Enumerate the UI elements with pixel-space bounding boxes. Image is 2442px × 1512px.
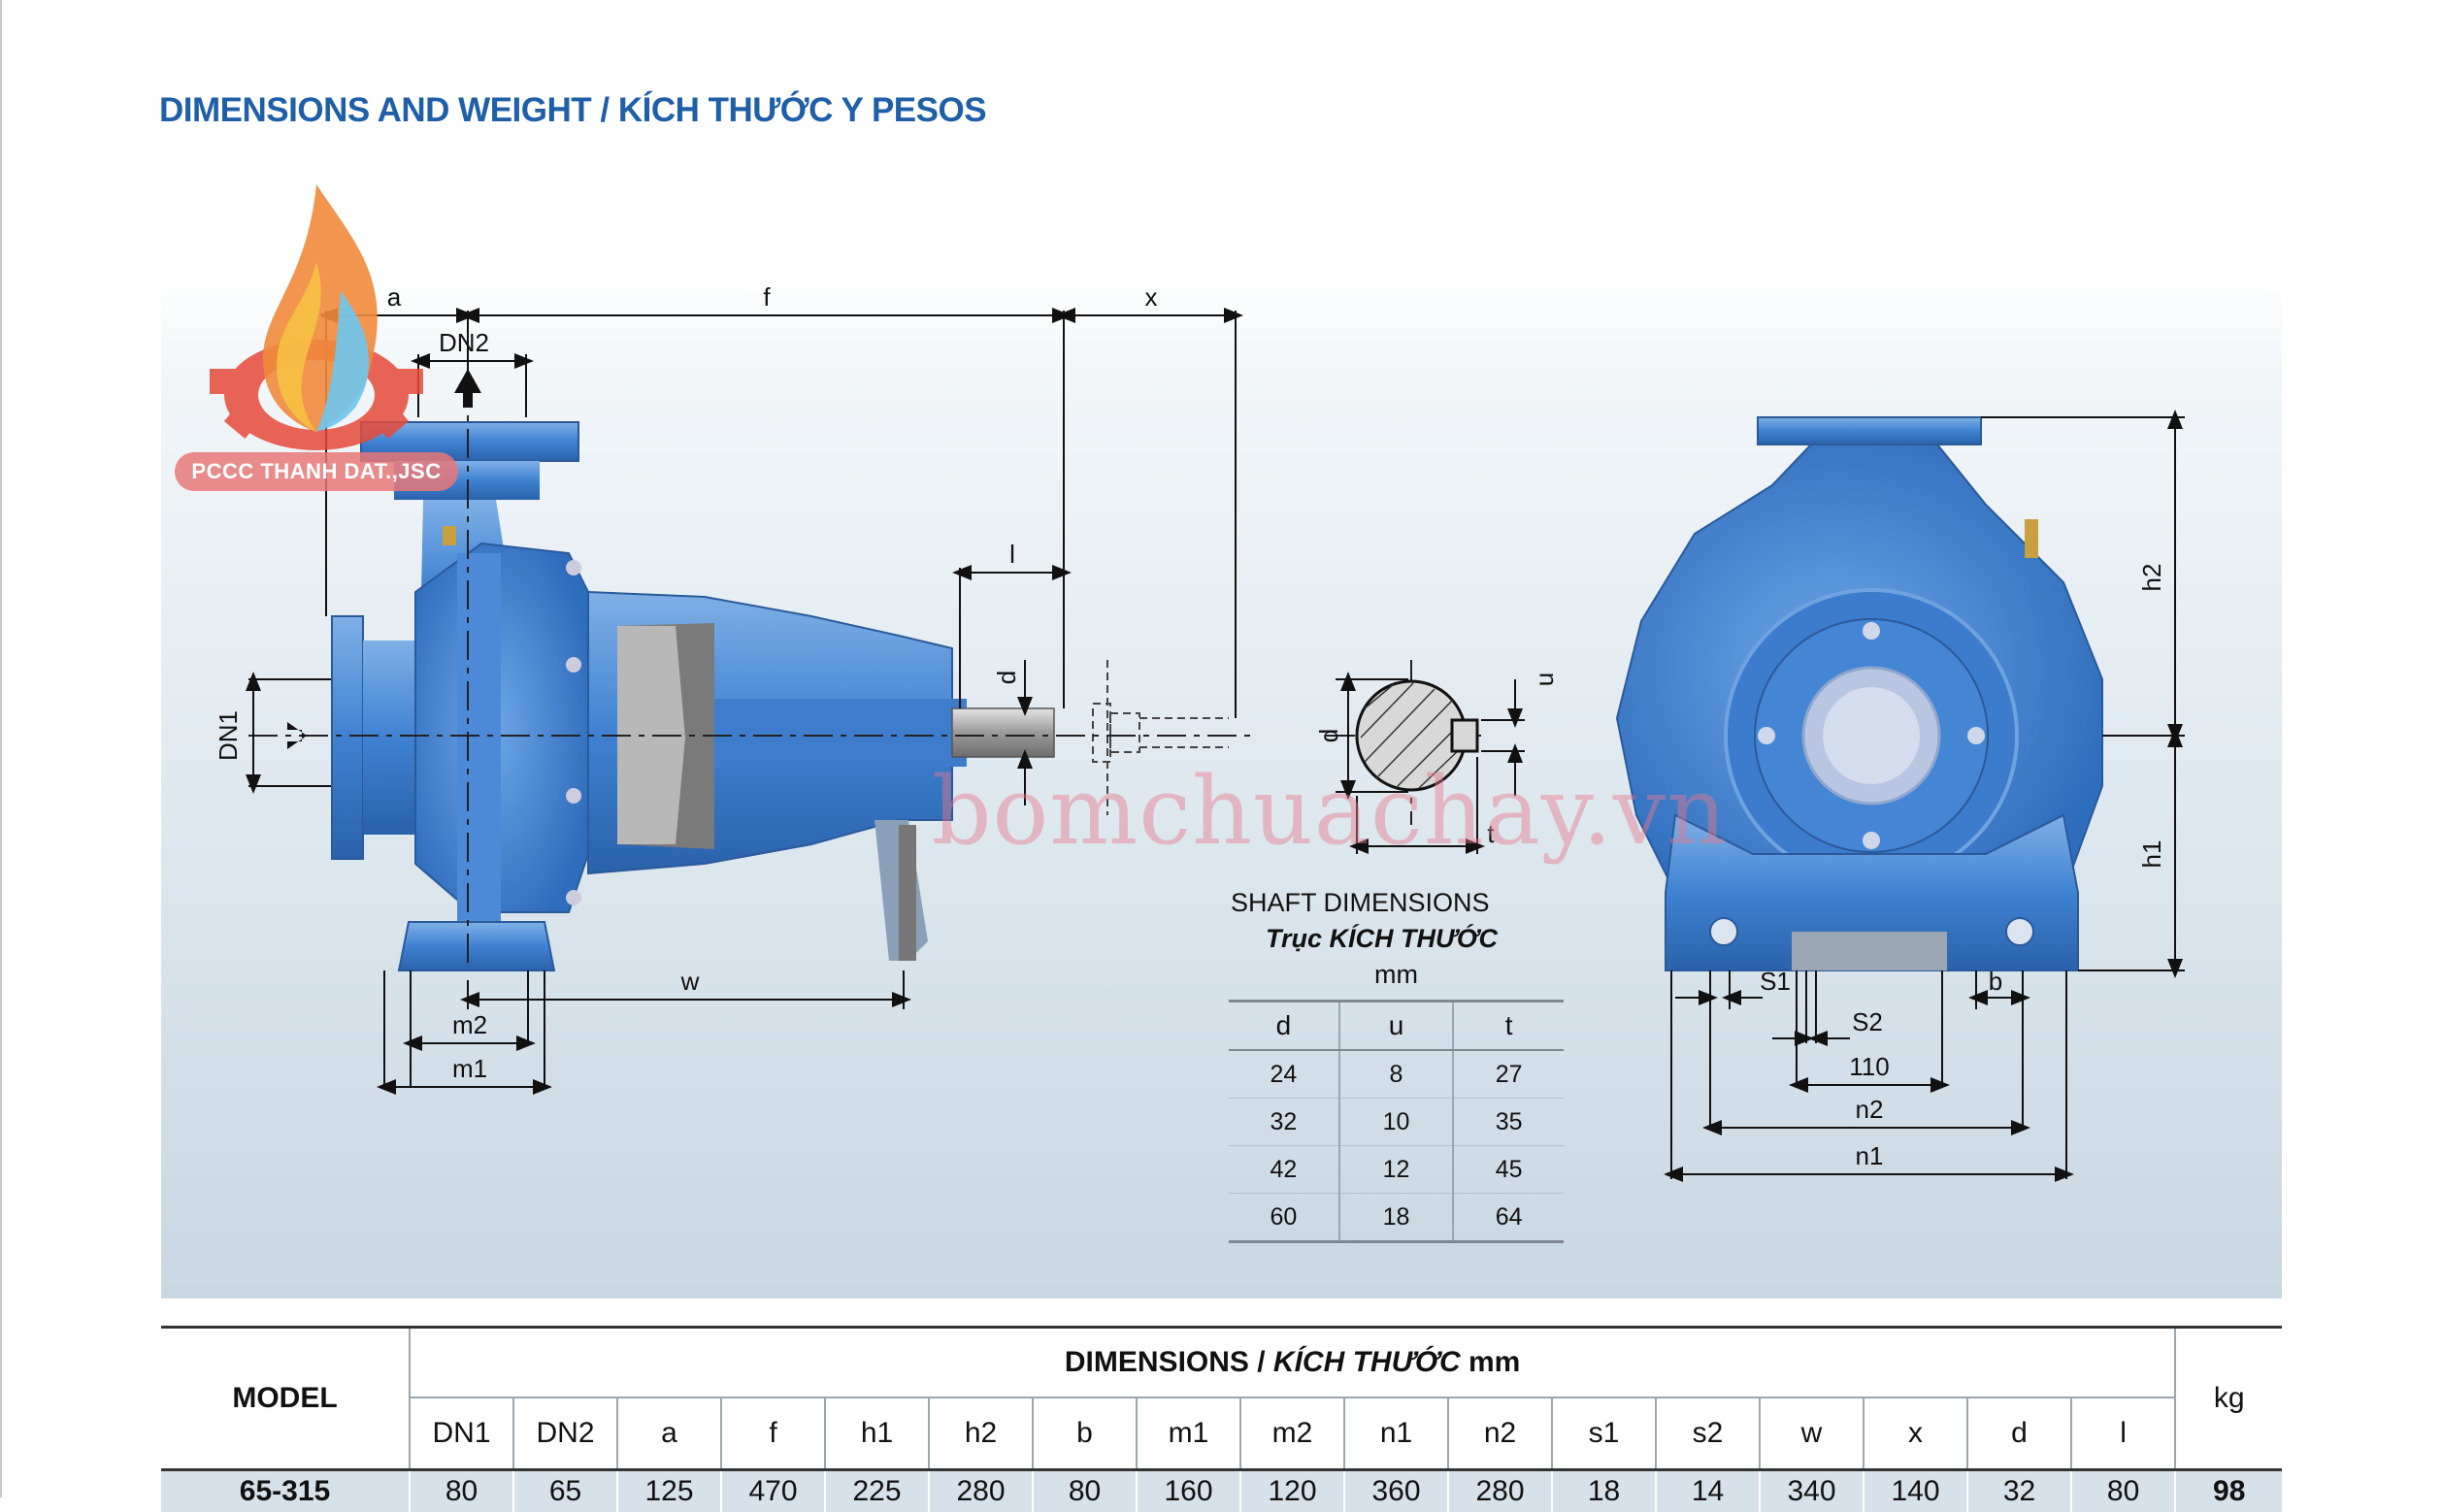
model-header: MODEL [161,1328,410,1470]
value-cell: 470 [721,1470,825,1512]
value-cell: 18 [1552,1470,1656,1512]
value-cell: 32 [1967,1470,2071,1512]
col-w: w [1760,1397,1864,1470]
model-cell: 65-315 [161,1470,410,1512]
dimensions-table: MODEL DIMENSIONS / KÍCH THƯỚC mm kg DN1 … [161,1326,2282,1512]
shaft-cell: 45 [1453,1146,1564,1194]
col-d: d [1967,1397,2071,1470]
label-m1: m1 [452,1054,487,1083]
value-cell: 80 [2071,1470,2175,1512]
shaft-cell: 24 [1229,1050,1339,1099]
col-f: f [721,1397,825,1470]
dims-header-unit: mm [1461,1346,1521,1378]
label-n1: n1 [1856,1141,1884,1170]
value-cell: 280 [1448,1470,1552,1512]
col-a: a [617,1397,721,1470]
col-s1: s1 [1552,1397,1656,1470]
label-d-side: d [992,671,1021,684]
shaft-cell: 60 [1229,1194,1339,1242]
label-f: f [763,282,771,312]
col-n2: n2 [1448,1397,1552,1470]
pump-side-view [332,422,1229,970]
dims-header-italic: KÍCH THƯỚC [1273,1346,1461,1378]
shaft-cell: 12 [1339,1146,1453,1194]
shaft-cell: 8 [1339,1050,1453,1099]
value-cell: 225 [825,1470,929,1512]
label-dn1: DN1 [214,710,243,761]
shaft-cell: 27 [1453,1050,1564,1099]
table-row: 24 8 27 [1229,1050,1564,1099]
shaft-col-d: d [1229,1002,1339,1051]
company-logo-icon [171,175,462,495]
value-cell: 160 [1137,1470,1240,1512]
shaft-cell: 42 [1229,1146,1339,1194]
shaft-dimensions-block: SHAFT DIMENSIONS Trục KÍCH THƯỚC mm d u … [1229,888,1564,1243]
pump-front-view [1617,417,2102,970]
value-cell: 140 [1864,1470,1967,1512]
col-x: x [1864,1397,1967,1470]
col-s2: s2 [1656,1397,1760,1470]
value-cell: 80 [1033,1470,1137,1512]
value-cell: 65 [513,1470,617,1512]
dims-header-text: DIMENSIONS / [1065,1346,1273,1378]
col-h1: h1 [825,1397,929,1470]
label-s1: S1 [1760,967,1791,996]
shaft-cell: 35 [1453,1099,1564,1146]
col-b: b [1033,1397,1137,1470]
col-l: l [2071,1397,2175,1470]
label-h1: h1 [2137,840,2166,869]
col-m1: m1 [1137,1397,1240,1470]
label-n2: n2 [1856,1095,1884,1124]
label-u: u [1530,673,1559,686]
value-cell: 125 [617,1470,721,1512]
dimensions-header: DIMENSIONS / KÍCH THƯỚC mm [410,1328,2175,1398]
table-row: 60 18 64 [1229,1194,1564,1242]
label-d-shaft: d [1314,729,1343,742]
logo-text: PCCC THANH DAT.,JSC [175,452,458,491]
shaft-unit: mm [1229,960,1564,990]
shaft-cell: 64 [1453,1194,1564,1242]
value-cell: 120 [1240,1470,1344,1512]
value-cell: 80 [410,1470,513,1512]
label-m2: m2 [452,1010,487,1039]
weight-cell: 98 [2175,1470,2282,1512]
label-s2: S2 [1852,1007,1883,1036]
shaft-col-u: u [1339,1002,1453,1051]
table-row: 65-315 80 65 125 470 225 280 80 160 120 … [161,1470,2282,1512]
col-dn2: DN2 [513,1397,617,1470]
value-cell: 280 [929,1470,1033,1512]
label-x: x [1145,282,1158,312]
col-dn1: DN1 [410,1397,513,1470]
label-h2: h2 [2137,564,2166,592]
table-row: 32 10 35 [1229,1099,1564,1146]
shaft-table: d u t 24 8 27 32 10 35 42 12 45 60 18 [1229,1000,1564,1243]
value-cell: 340 [1760,1470,1864,1512]
page-title: DIMENSIONS AND WEIGHT / KÍCH THƯỚC Y PES… [159,91,986,130]
label-w: w [680,967,700,996]
table-row: 42 12 45 [1229,1146,1564,1194]
shaft-cell: 10 [1339,1099,1453,1146]
value-cell: 360 [1344,1470,1448,1512]
col-m2: m2 [1240,1397,1344,1470]
col-n1: n1 [1344,1397,1448,1470]
shaft-col-t: t [1453,1002,1564,1051]
value-cell: 14 [1656,1470,1760,1512]
weight-header: kg [2175,1328,2282,1470]
label-110: 110 [1849,1052,1889,1081]
shaft-title: SHAFT DIMENSIONS [1229,888,1564,918]
col-h2: h2 [929,1397,1033,1470]
label-b: b [1989,967,2002,996]
shaft-cell: 32 [1229,1099,1339,1146]
label-l: l [1009,540,1015,569]
shaft-cell: 18 [1339,1194,1453,1242]
watermark: bomchuachay.vn [932,757,1728,866]
shaft-subtitle: Trục KÍCH THƯỚC [1229,924,1564,954]
